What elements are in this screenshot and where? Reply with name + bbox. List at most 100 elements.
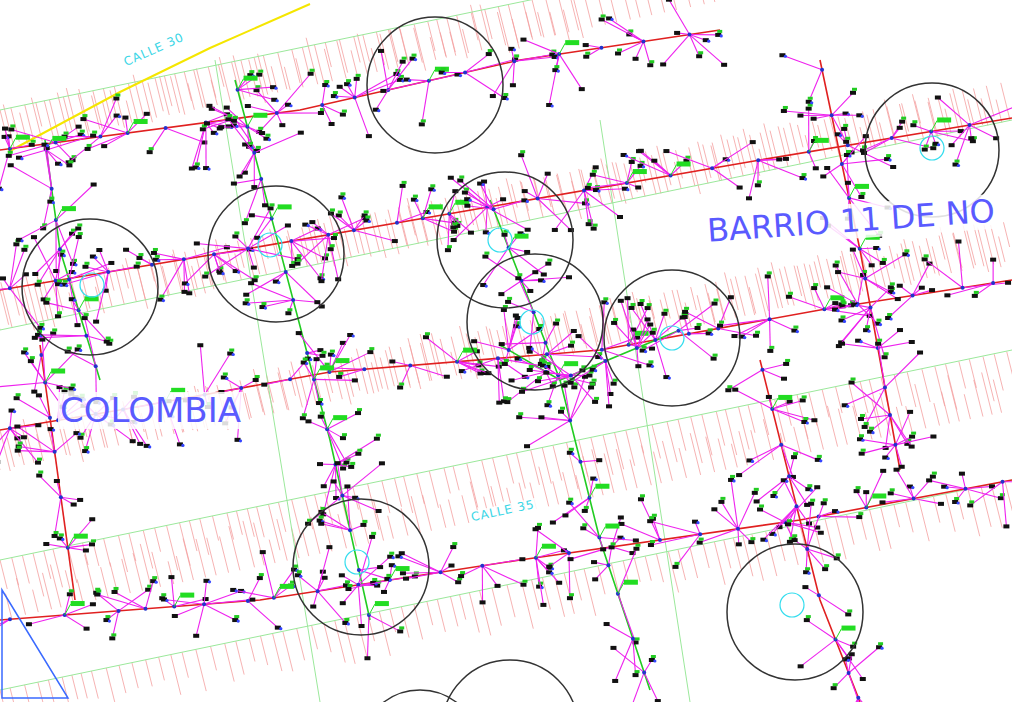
- service-drop: [10, 411, 12, 429]
- meter-tag: [115, 94, 120, 97]
- meter-tag: [592, 170, 597, 173]
- meter-symbol: [968, 136, 974, 140]
- pole-symbol: [496, 356, 500, 360]
- lot-line: [555, 313, 565, 353]
- meter-tag: [901, 117, 906, 120]
- lot-line: [278, 372, 287, 409]
- service-drop: [663, 35, 689, 65]
- service-drop: [10, 244, 17, 288]
- meter-symbol: [8, 127, 14, 131]
- lot-line: [33, 590, 39, 612]
- lot-line: [227, 513, 234, 539]
- meter-tag: [447, 245, 452, 248]
- meter-tag: [887, 313, 892, 316]
- meter-tag: [342, 110, 347, 113]
- meter-tag: [111, 633, 116, 636]
- meter-tag: [593, 224, 598, 227]
- service-drop: [233, 590, 274, 598]
- meter-dot: [239, 439, 242, 442]
- meter-tag: [788, 292, 793, 295]
- meter-symbol: [899, 120, 905, 124]
- lot-line: [57, 93, 68, 136]
- lot-line: [761, 403, 769, 435]
- meter-symbol: [200, 127, 206, 131]
- meter-symbol: [767, 349, 773, 353]
- meter-symbol: [403, 577, 409, 581]
- meter-symbol: [339, 573, 345, 577]
- service-drop: [128, 114, 147, 133]
- meter-dot: [804, 177, 807, 180]
- meter-tag: [338, 372, 343, 375]
- service-drop: [498, 358, 525, 376]
- lot-line: [171, 655, 181, 695]
- lot-line: [816, 421, 823, 450]
- service-drop: [627, 162, 632, 183]
- meter-dot: [550, 572, 553, 575]
- service-drop: [423, 189, 431, 218]
- meter-dot: [232, 353, 235, 356]
- meter-symbol: [854, 489, 860, 493]
- lot-line: [662, 441, 672, 481]
- service-drop: [257, 90, 277, 113]
- street-edge: [0, 120, 1012, 330]
- service-drop: [721, 502, 738, 529]
- lot-line: [991, 225, 1002, 267]
- lot-line: [690, 547, 698, 578]
- meter-tag: [80, 130, 85, 133]
- pole-symbol: [536, 196, 540, 200]
- meter-symbol: [666, 0, 672, 2]
- lot-line: [283, 631, 293, 671]
- lot-line: [408, 338, 419, 383]
- meter-tag: [570, 341, 575, 344]
- meter-symbol: [571, 329, 577, 333]
- lot-line: [731, 444, 737, 468]
- meter-symbol: [289, 264, 295, 268]
- meter-symbol: [318, 279, 324, 283]
- service-drop: [381, 51, 388, 90]
- meter-tag: [601, 14, 606, 17]
- meter-symbol: [448, 564, 454, 568]
- meter-symbol: [257, 576, 263, 580]
- lot-line: [666, 0, 677, 10]
- service-drop: [486, 207, 487, 232]
- pole-tag-leader: [824, 298, 830, 309]
- meter-dot: [348, 84, 351, 87]
- meter-symbol: [545, 172, 551, 176]
- lot-line: [959, 362, 966, 389]
- service-drop: [547, 346, 571, 355]
- meter-symbol: [0, 460, 1, 464]
- meter-dot: [118, 115, 121, 118]
- service-drop: [690, 35, 725, 65]
- meter-dot: [400, 556, 403, 559]
- lot-line: [616, 449, 626, 490]
- lot-line: [834, 263, 842, 296]
- lot-line: [624, 164, 633, 200]
- pole-symbol: [710, 166, 714, 170]
- service-drop: [690, 34, 719, 35]
- street-edge: [0, 480, 1012, 690]
- lot-line: [196, 539, 206, 577]
- meter-symbol: [123, 248, 129, 252]
- pole-tag-leader: [128, 122, 134, 133]
- lot-line: [429, 471, 438, 508]
- pole-symbol: [326, 233, 330, 237]
- meter-symbol: [717, 324, 723, 328]
- service-drop: [913, 264, 930, 296]
- service-drop: [274, 570, 294, 598]
- service-drop: [523, 40, 559, 55]
- pole-symbol: [408, 363, 412, 367]
- lot-line: [733, 136, 743, 176]
- meter-symbol: [682, 310, 688, 314]
- pole-tag-leader: [457, 351, 463, 362]
- meter-tag: [223, 372, 228, 375]
- meter-symbol: [193, 634, 199, 638]
- lot-line: [531, 450, 540, 485]
- lot-line: [760, 133, 770, 171]
- service-drop: [248, 578, 260, 601]
- meter-tag: [63, 280, 68, 283]
- street-edge: [600, 120, 690, 702]
- meter-symbol: [525, 228, 531, 232]
- meter-symbol: [510, 83, 516, 87]
- meter-symbol: [696, 54, 702, 58]
